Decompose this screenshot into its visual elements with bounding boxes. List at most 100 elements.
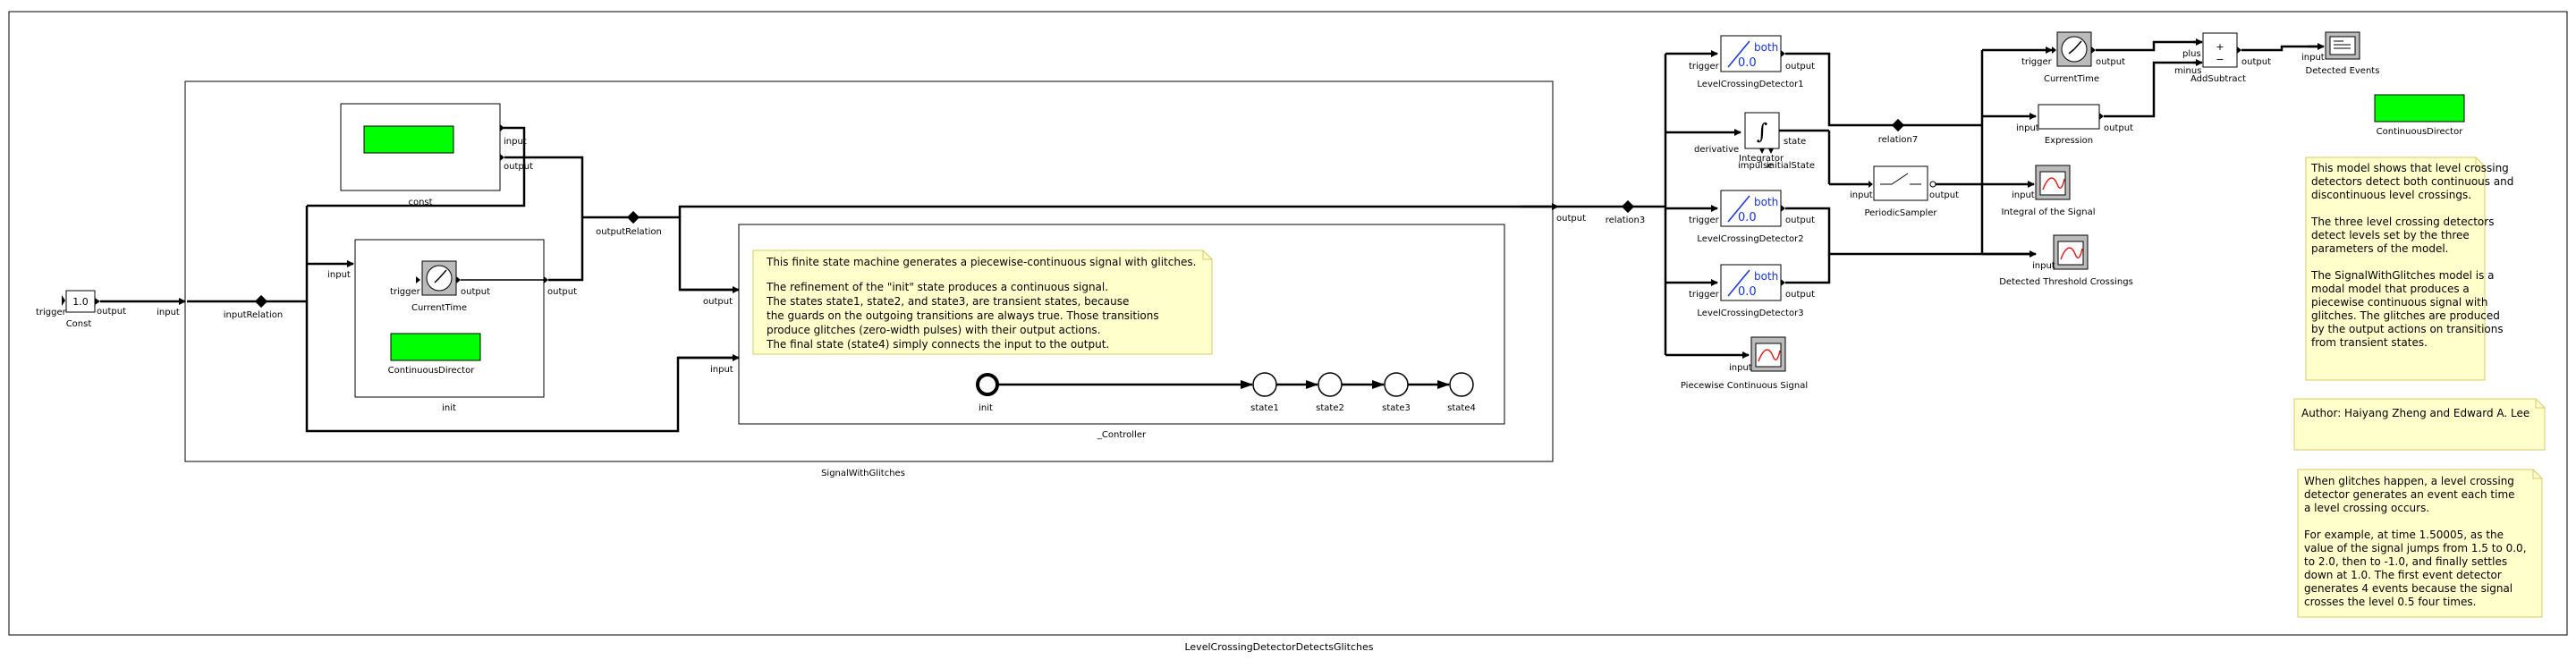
lcd3-output: output [1785,290,1815,300]
note1-line-2: detectors detect both continuous and [2311,175,2513,188]
const-value: 1.0 [72,296,89,308]
integrator-impulse: impulse [1738,161,1773,171]
level-crossing-detector-2[interactable]: both 0.0 trigger output LevelCrossingDet… [1689,190,1815,244]
note1-line-14: from transient states. [2311,336,2428,349]
state-4[interactable] [1449,372,1474,397]
sampler-name: PeriodicSampler [1864,208,1937,218]
note2-line-1: Author: Haiyang Zheng and Edward A. Lee [2301,407,2529,419]
note1-line-7: parameters of the model. [2311,242,2449,255]
fsm-note-line-3: The refinement of the "init" state produ… [766,281,1108,293]
note-2-author[interactable]: Author: Haiyang Zheng and Edward A. Lee [2293,398,2546,451]
state-4-label: state4 [1447,403,1476,413]
note1-line-1: This model shows that level crossing [2310,162,2509,174]
signal-with-glitches-composite[interactable] [184,80,1554,462]
note3-line-7: to 2.0, then to -1.0, and finally settle… [2304,555,2507,568]
const-block-input-label: input [504,137,527,147]
signal-plotter[interactable]: input Piecewise Continuous Signal [1681,336,1808,391]
integrator-state: state [1784,137,1806,147]
state-init[interactable] [976,373,999,396]
right-current-time[interactable]: trigger output CurrentTime [2021,31,2125,84]
add-subtract[interactable]: + − plus minus output AddSubtract [2174,32,2271,84]
expression-output: output [2104,123,2133,133]
signal-plot-name: Piecewise Continuous Signal [1681,381,1808,391]
note3-line-10: crosses the level 0.5 four times. [2304,596,2476,608]
lcd2-output-wire [1785,207,2029,256]
note1-line-12: glitches. The glitches are produced [2311,309,2500,322]
threshold-plotter[interactable]: input Detected Threshold Crossings [1999,234,2133,287]
lcd3-trigger: trigger [1689,290,1720,300]
note1-line-6: detect levels set by the three [2311,229,2470,241]
current-time-to-plus [2096,40,2199,52]
output-relation-label: outputRelation [596,227,662,237]
note1-line-13: by the output actions on transitions [2311,323,2504,335]
detected-events-display[interactable]: input Detected Events [2301,31,2380,76]
state-3[interactable] [1384,372,1409,397]
expression-actor[interactable]: input output Expression [2016,104,2133,146]
integral-plot-name: Integral of the Signal [2001,207,2095,217]
input-relation-diamond [254,294,268,309]
note3-line-9: generates 4 events because the signal [2304,582,2512,595]
detected-events-name: Detected Events [2306,66,2380,76]
state-1-label: state1 [1250,403,1279,413]
note1-line-5: The three level crossing detectors [2310,216,2494,228]
const-block-output-label: output [504,162,533,172]
lcd1-trigger: trigger [1689,62,1720,72]
lcd2-output: output [1785,216,1815,225]
integral-icon: ∫ [1757,119,1768,144]
note1-line-9: The SignalWithGlitches model is a [2310,269,2495,282]
lcd2-mode: both [1754,196,1778,208]
relation3-diamond [1621,199,1635,214]
right-director[interactable] [2374,94,2465,123]
fsm-note-line-7: The final state (state4) simply connects… [766,338,1109,351]
level-crossing-detector-3[interactable]: both 0.0 trigger output LevelCrossingDet… [1689,264,1815,318]
add-subtract-output: output [2241,57,2271,67]
inner-current-time-output: output [461,287,490,297]
const-block-name: const [408,198,432,207]
note-3[interactable]: When glitches happen, a level crossing d… [2297,469,2543,618]
fsm-note: This finite state machine generates a pi… [752,250,1213,355]
sampler-output: output [1929,190,1959,200]
controller-input-port-label: input [710,365,733,375]
lcd1-name: LevelCrossingDetector1 [1697,80,1803,89]
relation7-label: relation7 [1878,135,1918,145]
level-crossing-detector-1[interactable]: both 0.0 trigger output LevelCrossingDet… [1689,35,1815,89]
state-2[interactable] [1318,372,1343,397]
lcd2-level: 0.0 [1738,211,1757,224]
lcd1-mode: both [1754,41,1778,54]
const-actor[interactable]: 1.0 trigger output Const [36,290,126,329]
note-1[interactable]: This model shows that level crossing det… [2305,157,2513,381]
composite-name: SignalWithGlitches [821,469,905,478]
fsm-note-line-6: produce glitches (zero-width pulses) wit… [767,324,1101,336]
note3-line-8: down at 1.0. The first event detector [2304,569,2502,581]
note1-line-10: modal model that produces a [2311,283,2470,295]
integrator-name: Integrator [1739,154,1784,164]
sampler-input: input [1850,190,1873,200]
const-director[interactable] [363,125,454,154]
fsm-note-line-1: This finite state machine generates a pi… [766,256,1196,268]
integrator-initial-state: initialState [1767,161,1815,171]
note3-line-1: When glitches happen, a level crossing [2304,475,2514,487]
integrator[interactable]: ∫ derivative state Integrator impulse in… [1694,112,1815,171]
note3-line-5: For example, at time 1.50005, as the [2304,529,2504,541]
const-name: Const [66,319,92,329]
expression-input: input [2016,123,2039,133]
composite-input-label: input [157,308,180,317]
inner-current-time[interactable]: trigger output CurrentTime [390,260,490,313]
lcd2-trigger: trigger [1689,216,1720,225]
controller-output-port-label: output [703,297,733,307]
lcd3-name: LevelCrossingDetector3 [1697,309,1803,318]
to-const-input [307,126,526,207]
plot-icon [1755,343,1782,368]
expression-name: Expression [2045,136,2093,146]
periodic-sampler[interactable]: input output PeriodicSampler [1850,165,1959,218]
inner-current-time-name: CurrentTime [411,303,467,313]
signal-plot-input: input [1729,363,1752,373]
state-1[interactable] [1252,372,1277,397]
const-output-label: output [97,307,126,317]
integral-plotter[interactable]: input Integral of the Signal [2001,165,2096,217]
init-director[interactable] [390,333,481,361]
note3-line-3: a level crossing occurs. [2304,502,2429,514]
threshold-plot-name: Detected Threshold Crossings [1999,277,2133,287]
note1-line-11: piecewise continuous signal with [2311,296,2488,309]
